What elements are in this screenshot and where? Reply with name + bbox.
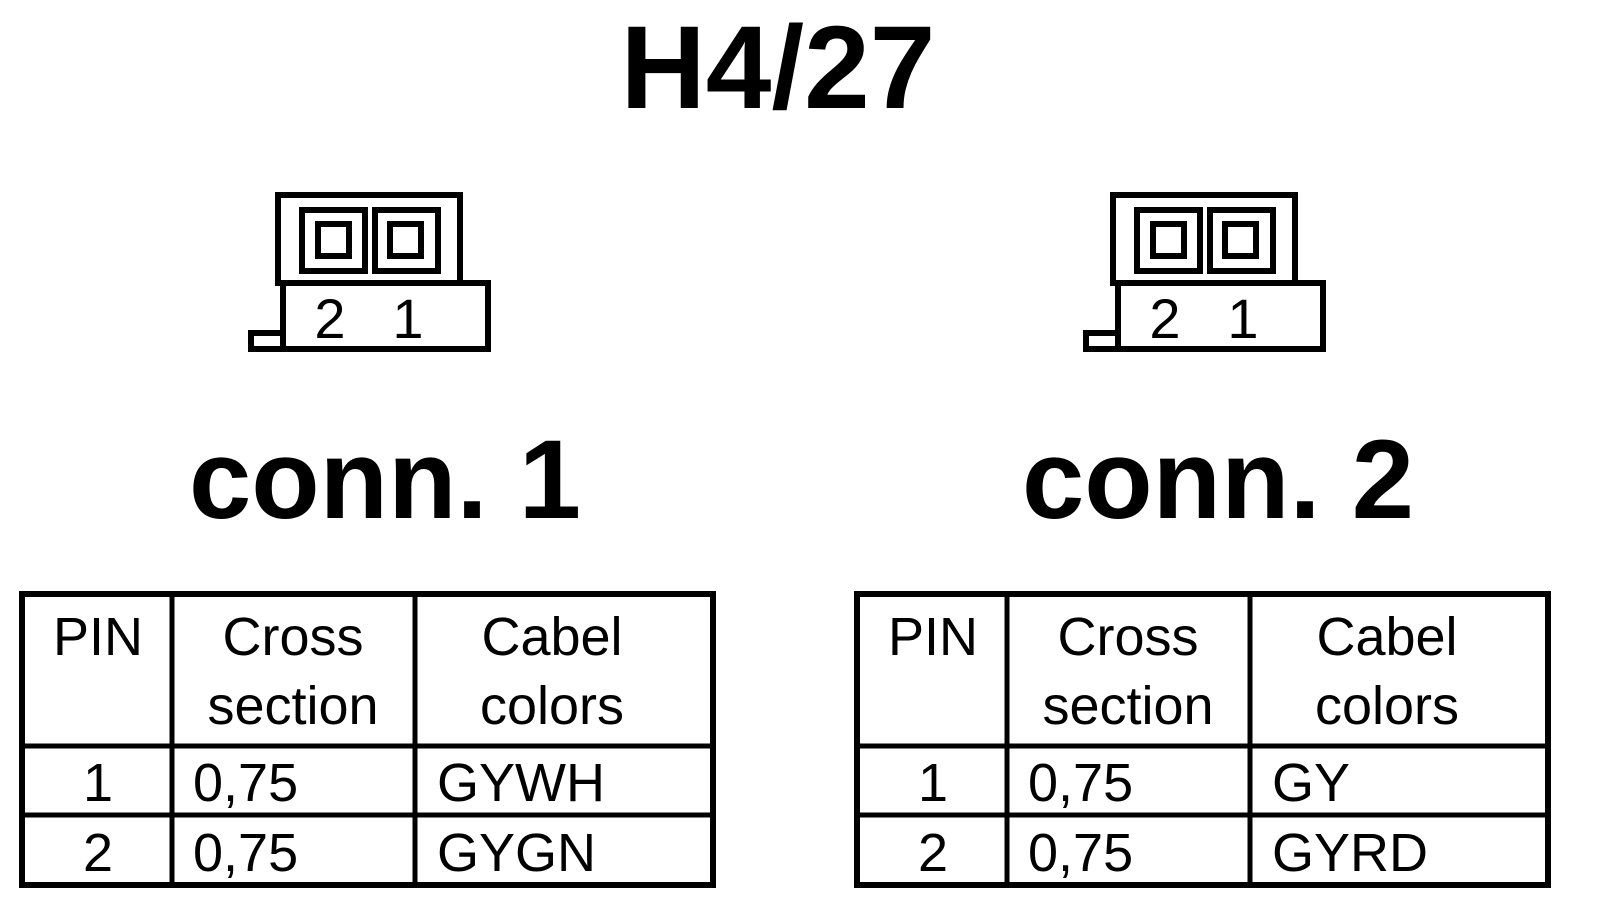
cell-pin: 1	[918, 753, 948, 813]
connector-base	[1115, 280, 1326, 352]
pin-label: 1	[392, 287, 423, 350]
pin-contact	[1222, 221, 1259, 259]
cell-pin: 1	[83, 753, 113, 813]
cell-pin: 2	[83, 823, 113, 883]
header-pin: PIN	[888, 607, 978, 667]
pin-cavity	[1134, 207, 1203, 274]
pin-contact	[1150, 221, 1187, 259]
connector-2	[1083, 192, 1326, 352]
header-cross: Cross	[1057, 607, 1198, 667]
header-colors: colors	[1315, 676, 1459, 736]
header-section: section	[1042, 676, 1213, 736]
cell-cross-section: 0,75	[1028, 823, 1133, 883]
pin-contact	[387, 221, 424, 259]
cell-color: GYWH	[437, 753, 605, 813]
connector-label: conn. 2	[1022, 417, 1414, 542]
header-pin: PIN	[53, 607, 143, 667]
cell-cross-section: 0,75	[193, 823, 298, 883]
pin-label: 1	[1227, 287, 1258, 350]
connector-latch	[1083, 330, 1121, 352]
pin-cavity	[299, 207, 368, 274]
pin-cavity	[372, 207, 441, 274]
pin-contact	[315, 221, 352, 259]
header-cabel: Cabel	[481, 607, 622, 667]
diagram-title: H4/27	[621, 2, 936, 134]
connector-1	[248, 192, 491, 352]
cell-color: GY	[1272, 753, 1350, 813]
connector-label: conn. 1	[189, 417, 581, 542]
cell-pin: 2	[918, 823, 948, 883]
header-cross: Cross	[222, 607, 363, 667]
cell-color: GYGN	[437, 823, 596, 883]
header-section: section	[207, 676, 378, 736]
cell-cross-section: 0,75	[193, 753, 298, 813]
header-colors: colors	[480, 676, 624, 736]
header-cabel: Cabel	[1316, 607, 1457, 667]
pin-label: 2	[314, 287, 345, 350]
pin-cavity	[1207, 207, 1276, 274]
connector-latch	[248, 330, 286, 352]
cell-cross-section: 0,75	[1028, 753, 1133, 813]
connector-base	[280, 280, 491, 352]
pin-table-1: PIN Cross section Cabel colors 1 0,75 GY…	[19, 591, 716, 888]
pin-label: 2	[1149, 287, 1180, 350]
cell-color: GYRD	[1272, 823, 1428, 883]
pin-table-2: PIN Cross section Cabel colors 1 0,75 GY…	[854, 591, 1551, 888]
